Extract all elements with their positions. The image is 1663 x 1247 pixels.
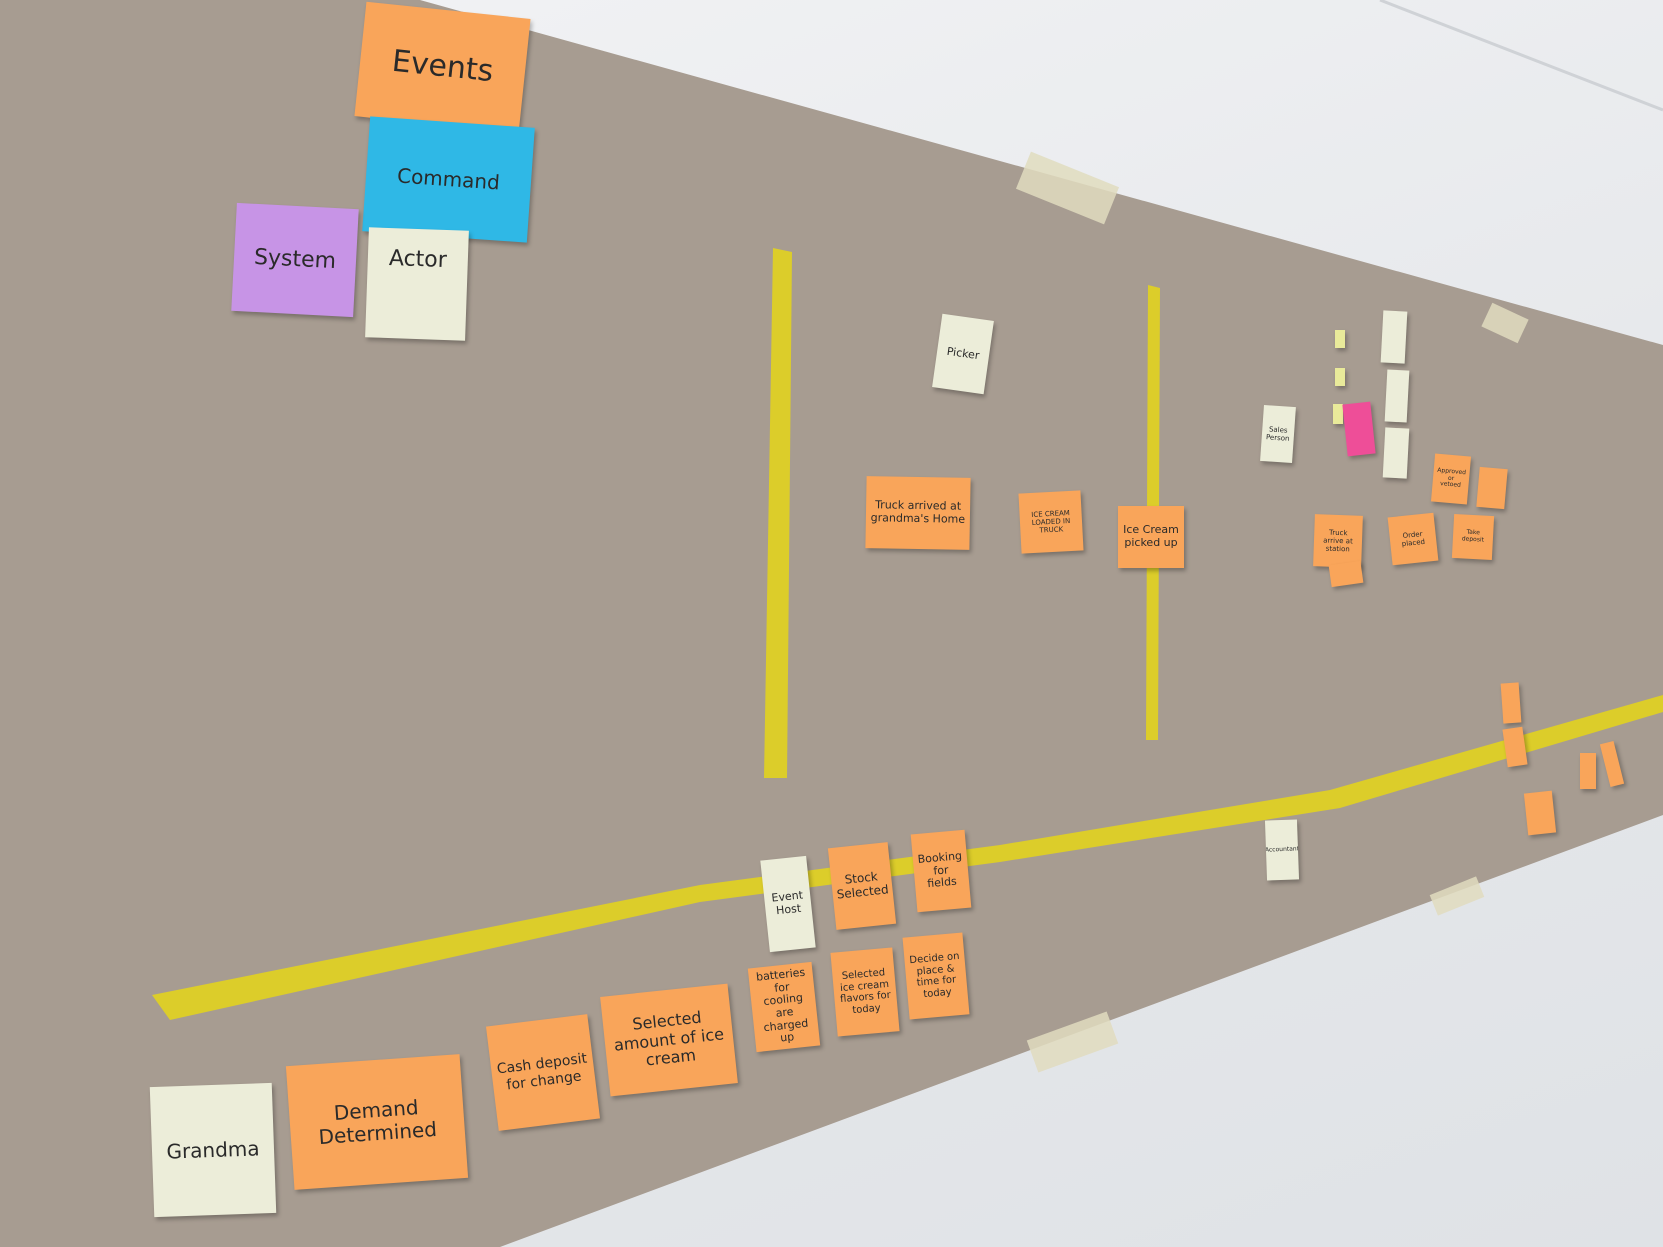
picker-label: Picker <box>945 344 981 362</box>
demand-determined-label: Demand Determined <box>317 1095 438 1150</box>
event-cash-deposit-note: Cash deposit for change <box>485 1014 601 1131</box>
ice-cream-picked-up-label: Ice Cream picked up <box>1123 523 1179 549</box>
legend-system-note: System <box>231 202 359 318</box>
event-demand-determined-note: Demand Determined <box>285 1054 469 1190</box>
cash-deposit-label: Cash deposit for change <box>496 1051 588 1093</box>
legend-events-note: Events <box>354 1 531 134</box>
actor-event-host-note: Event Host <box>760 855 816 953</box>
legend-command-note: Command <box>362 116 535 243</box>
event-note <box>1580 753 1596 789</box>
event-truck-arrive-station-note: Truck arrive at station <box>1313 514 1363 568</box>
actor-accountant-note: Accountant <box>1264 819 1300 881</box>
actor-note <box>1384 369 1410 423</box>
actor-note <box>1380 310 1408 364</box>
event-approved-note: Approved or vetoed <box>1430 453 1472 505</box>
event-booking-note: Booking for fields <box>910 829 972 913</box>
truck-arrived-label: Truck arrived at grandma's Home <box>870 498 966 526</box>
event-stock-selected-note: Stock Selected <box>827 842 897 930</box>
booking-label: Booking for fields <box>917 849 963 891</box>
ice-cream-loaded-label: ICE CREAM LOADED IN TRUCK <box>1031 508 1071 535</box>
small-note <box>1333 404 1343 424</box>
actor-picker-note: Picker <box>932 313 994 395</box>
actor-grandma-note: Grandma <box>149 1082 277 1218</box>
selected-flavors-label: Selected ice cream flavors for today <box>839 967 892 1016</box>
actor-sales-person-note: Sales Person <box>1260 404 1296 464</box>
event-note <box>1476 466 1508 510</box>
legend-actor-note: Actor <box>365 227 469 341</box>
approved-label: Approved or vetoed <box>1437 466 1467 490</box>
event-note <box>1523 790 1557 836</box>
small-note <box>1335 368 1345 386</box>
selected-amount-label: Selected amount of ice cream <box>613 1007 725 1070</box>
event-ice-cream-picked-up-note: Ice Cream picked up <box>1118 506 1184 568</box>
truck-arrive-station-label: Truck arrive at station <box>1323 528 1353 554</box>
legend-events-label: Events <box>390 44 495 90</box>
batteries-charged-label: batteries for cooling are charged up <box>755 965 809 1045</box>
event-note <box>1328 560 1364 588</box>
event-ice-cream-loaded-note: ICE CREAM LOADED IN TRUCK <box>1018 490 1084 554</box>
event-take-deposit-note: Take deposit <box>1451 513 1495 561</box>
event-selected-amount-note: Selected amount of ice cream <box>600 983 738 1097</box>
grandma-label: Grandma <box>166 1135 260 1164</box>
event-note <box>1500 682 1522 724</box>
actor-note <box>1382 427 1410 479</box>
legend-system-label: System <box>253 245 337 275</box>
pink-note <box>1342 401 1376 457</box>
sales-person-label: Sales Person <box>1265 425 1290 443</box>
event-truck-arrived-note: Truck arrived at grandma's Home <box>865 476 971 550</box>
legend-actor-label: Actor <box>388 246 448 274</box>
event-selected-flavors-note: Selected ice cream flavors for today <box>830 947 900 1037</box>
event-host-label: Event Host <box>770 888 804 918</box>
stock-selected-label: Stock Selected <box>836 869 890 902</box>
small-note <box>1335 330 1345 348</box>
event-decide-place-time-note: Decide on place & time for today <box>902 932 970 1020</box>
legend-command-label: Command <box>396 163 501 195</box>
order-placed-label: Order placed <box>1401 529 1426 549</box>
event-batteries-charged-note: batteries for cooling are charged up <box>747 961 821 1053</box>
accountant-label: Accountant <box>1264 844 1300 854</box>
decide-place-time-label: Decide on place & time for today <box>908 950 960 1000</box>
take-deposit-label: Take deposit <box>1461 528 1485 544</box>
event-order-placed-note: Order placed <box>1387 512 1439 566</box>
